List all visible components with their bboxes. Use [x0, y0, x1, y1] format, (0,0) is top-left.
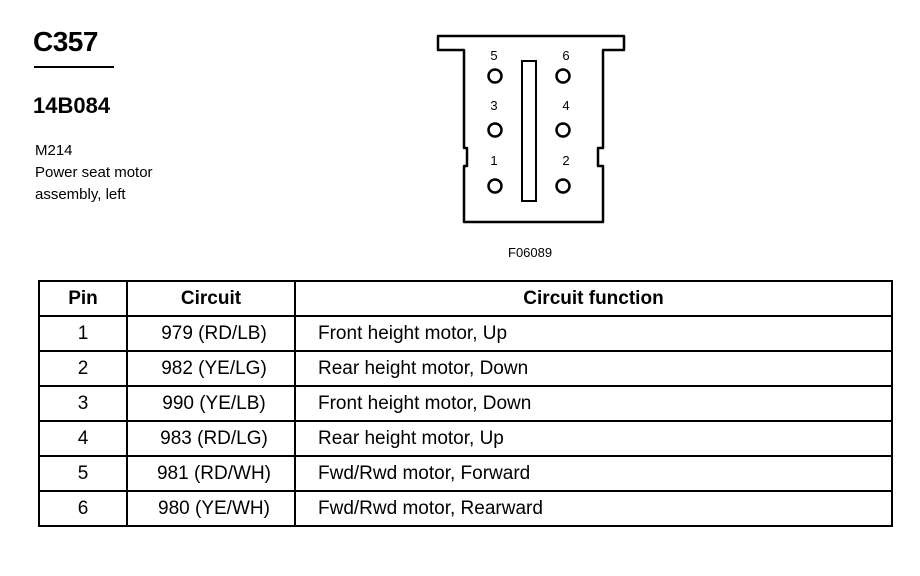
- header-circuit-function: Circuit function: [294, 280, 893, 317]
- table-row: 2 982 (YE/LG) Rear height motor, Down: [38, 350, 893, 387]
- pin-cell: 3: [38, 385, 128, 422]
- connector-housing-outline: [436, 34, 626, 224]
- connector-center-key: [521, 60, 537, 202]
- header-circuit: Circuit: [126, 280, 296, 317]
- pin-socket: [487, 178, 503, 194]
- pin-socket: [555, 68, 571, 84]
- table-row: 5 981 (RD/WH) Fwd/Rwd motor, Forward: [38, 455, 893, 492]
- pin-cell: 6: [38, 490, 128, 527]
- pin-label: 5: [490, 48, 497, 63]
- pin-socket: [555, 122, 571, 138]
- connector-description: M214 Power seat motor assembly, left: [35, 140, 153, 206]
- function-cell: Front height motor, Down: [294, 385, 893, 422]
- pin-label: 4: [562, 98, 569, 113]
- function-cell: Fwd/Rwd motor, Forward: [294, 455, 893, 492]
- function-cell: Rear height motor, Up: [294, 420, 893, 457]
- function-cell: Front height motor, Up: [294, 315, 893, 352]
- header-pin: Pin: [38, 280, 128, 317]
- pin-label: 6: [562, 48, 569, 63]
- pin-cell: 2: [38, 350, 128, 387]
- table-row: 6 980 (YE/WH) Fwd/Rwd motor, Rearward: [38, 490, 893, 527]
- connector-id-underline: [34, 66, 114, 68]
- pin-cell: 4: [38, 420, 128, 457]
- pin-label: 1: [490, 153, 497, 168]
- table-row: 3 990 (YE/LB) Front height motor, Down: [38, 385, 893, 422]
- circuit-cell: 979 (RD/LB): [126, 315, 296, 352]
- pin-socket: [487, 68, 503, 84]
- table-header-row: Pin Circuit Circuit function: [38, 280, 893, 317]
- table-row: 1 979 (RD/LB) Front height motor, Up: [38, 315, 893, 352]
- description-line: Power seat motor: [35, 164, 153, 181]
- figure-id: F06089: [508, 245, 553, 260]
- pin-label: 3: [490, 98, 497, 113]
- circuit-cell: 983 (RD/LG): [126, 420, 296, 457]
- pin-socket: [555, 178, 571, 194]
- circuit-cell: 980 (YE/WH): [126, 490, 296, 527]
- pin-cell: 1: [38, 315, 128, 352]
- function-cell: Rear height motor, Down: [294, 350, 893, 387]
- pin-label: 2: [562, 153, 569, 168]
- connector-face-diagram: 5 6 3 4 1 2: [436, 34, 626, 224]
- pin-table: Pin Circuit Circuit function 1 979 (RD/L…: [38, 280, 893, 527]
- circuit-cell: 981 (RD/WH): [126, 455, 296, 492]
- circuit-cell: 990 (YE/LB): [126, 385, 296, 422]
- description-line: assembly, left: [35, 186, 126, 203]
- function-cell: Fwd/Rwd motor, Rearward: [294, 490, 893, 527]
- connector-id: C357: [33, 26, 98, 57]
- table-row: 4 983 (RD/LG) Rear height motor, Up: [38, 420, 893, 457]
- description-line: M214: [35, 142, 73, 159]
- circuit-cell: 982 (YE/LG): [126, 350, 296, 387]
- pin-cell: 5: [38, 455, 128, 492]
- pin-socket: [487, 122, 503, 138]
- part-number: 14B084: [33, 93, 111, 118]
